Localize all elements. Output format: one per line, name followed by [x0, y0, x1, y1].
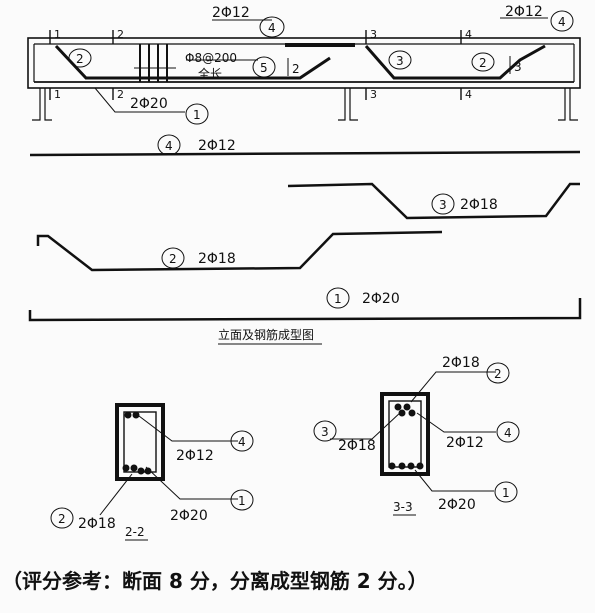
bar-2-spec: 2Φ18	[198, 251, 236, 267]
bar-shapes	[28, 134, 582, 322]
section-3-3-text: 2 2Φ18 3 2Φ18 4 2Φ12 1 2Φ20 3-3	[321, 355, 512, 514]
section-mark-1: 1	[54, 28, 61, 41]
callout-3b: 3	[514, 60, 522, 74]
callout-2c: 2	[479, 56, 487, 70]
s22-title: 2-2	[125, 525, 145, 539]
bottom-label: 2Φ20	[130, 96, 168, 112]
bar-2-shape	[36, 230, 443, 272]
section-2-2	[50, 403, 254, 541]
bar-2-num: 2	[169, 252, 177, 266]
s22-spec-2: 2Φ18	[78, 516, 116, 532]
elevation-text: 2Φ12 2Φ12 Φ8@200 全长 2Φ20 1 2 3 4 1 2 3 4…	[54, 4, 566, 122]
bar-1-spec: 2Φ20	[362, 291, 400, 307]
section-mark-2b: 2	[117, 88, 124, 101]
s22-num-1: 1	[238, 494, 246, 508]
s33-title: 3-3	[393, 500, 413, 514]
elevation-title: 立面及钢筋成型图	[218, 327, 314, 342]
s33-num-2: 2	[494, 367, 502, 381]
callout-2a: 2	[76, 52, 84, 66]
section-mark-3: 3	[370, 28, 377, 41]
marker-4-top: 4	[268, 21, 276, 35]
s33-num-4: 4	[504, 426, 512, 440]
marker-1: 1	[193, 108, 201, 122]
s22-num-2: 2	[58, 512, 66, 526]
s33-spec-3: 2Φ18	[338, 438, 376, 454]
footer-note: （评分参考：断面 8 分，分离成型钢筋 2 分。）	[2, 569, 428, 593]
bar-3-shape	[287, 182, 580, 220]
marker-4-right: 4	[558, 15, 566, 29]
section-mark-4: 4	[465, 28, 472, 41]
s33-num-3: 3	[321, 425, 329, 439]
s22-spec-4: 2Φ12	[176, 448, 214, 464]
s22-num-4: 4	[238, 435, 246, 449]
beam-outline	[27, 37, 581, 89]
bent-bar-3	[364, 44, 546, 80]
bar-labels: 4 2Φ12 3 2Φ18 2 2Φ18 1 2Φ20	[165, 138, 498, 307]
s33-spec-2: 2Φ18	[442, 355, 480, 371]
bar-1-shape	[28, 298, 582, 322]
s33-spec-4: 2Φ12	[446, 435, 484, 451]
bent-bar-2	[54, 44, 331, 80]
section-mark-4b: 4	[465, 88, 472, 101]
section-2-2-text: 4 2Φ12 1 2Φ20 2 2Φ18 2-2	[58, 435, 246, 539]
s33-spec-1: 2Φ20	[438, 497, 476, 513]
section-3-3	[313, 362, 520, 516]
section-mark-1b: 1	[54, 88, 61, 101]
callout-3a: 3	[396, 54, 404, 68]
section-mark-3b: 3	[370, 88, 377, 101]
bar-3-spec: 2Φ18	[460, 197, 498, 213]
bar-4-spec: 2Φ12	[198, 138, 236, 154]
bar-4-shape	[29, 150, 581, 157]
s22-spec-1: 2Φ20	[170, 508, 208, 524]
s33-num-1: 1	[502, 486, 510, 500]
callout-2b: 2	[292, 62, 300, 76]
beam-elevation	[27, 10, 581, 125]
bar-1-num: 1	[334, 292, 342, 306]
marker-5: 5	[260, 61, 268, 75]
top-label-right: 2Φ12	[505, 4, 543, 20]
top-label-left: 2Φ12	[212, 5, 250, 21]
stirrup-extent: 全长	[198, 66, 222, 81]
bar-4-num: 4	[165, 139, 173, 153]
section-mark-2: 2	[117, 28, 124, 41]
bar-3-num: 3	[439, 198, 447, 212]
stirrup-spec: Φ8@200	[185, 51, 237, 65]
